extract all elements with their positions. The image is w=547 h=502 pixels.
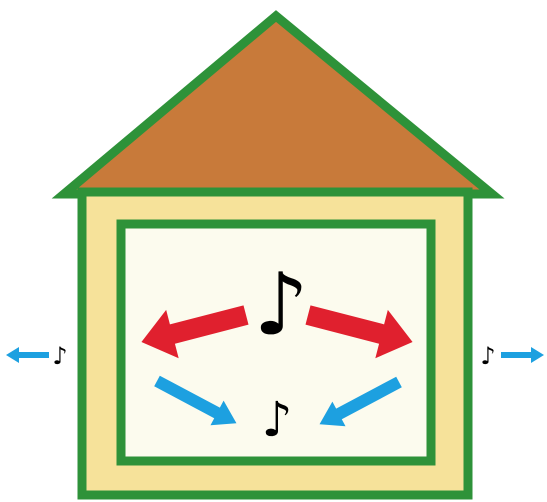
escape-arrow-right [501,347,544,363]
reflected-arrow-left [154,375,237,426]
leak-note-left-icon: ♪ [52,342,67,370]
outward-arrow-left [141,305,249,359]
roof [51,10,505,199]
source-note-icon: ♪ [254,255,309,355]
outward-arrow-right [305,305,413,359]
escape-arrow-left [6,347,49,363]
reflected-arrow-right [319,376,402,427]
leak-note-right-icon: ♪ [480,342,495,370]
reflected-note-icon: ♪ [262,392,293,448]
